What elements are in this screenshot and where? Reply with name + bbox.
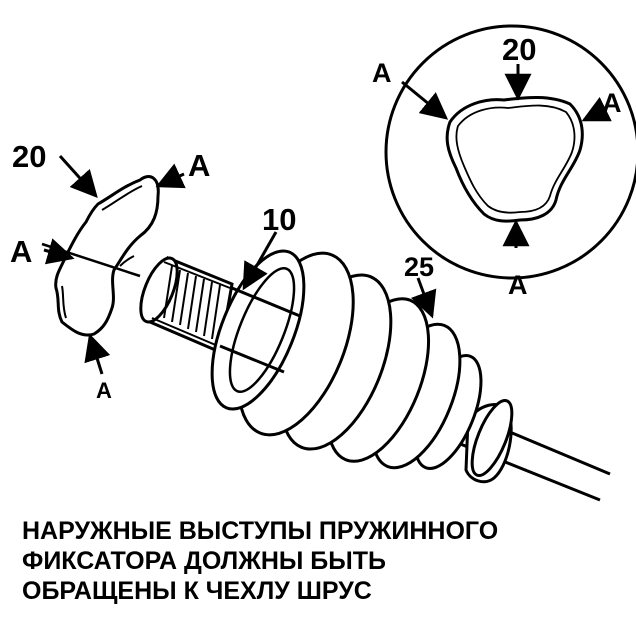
retainer-inset	[384, 24, 636, 280]
caption-line: ОБРАЩЕНЫ К ЧЕХЛУ ШРУС	[22, 577, 372, 605]
shaft-number-label: 10	[262, 202, 296, 237]
point-a-label: A	[10, 234, 32, 269]
splined-shaft-end	[139, 255, 234, 355]
point-a-label: A	[508, 270, 528, 300]
shaft-inside-boot	[219, 286, 301, 374]
point-a-label: A	[372, 58, 392, 88]
cv-boot	[210, 249, 514, 484]
retainer-number-label: 20	[12, 139, 46, 174]
caption-line: ФИКСАТОРА ДОЛЖНЫ БЫТЬ	[22, 547, 386, 575]
boot-number-label: 25	[404, 252, 434, 282]
diagram-caption: НАРУЖНЫЕ ВЫСТУПЫ ПРУЖИННОГО ФИКСАТОРА ДО…	[22, 516, 622, 606]
point-a-label: A	[602, 88, 622, 118]
part-leaders	[242, 231, 437, 319]
inset-retainer-number-label: 20	[502, 32, 536, 67]
point-a-label: A	[188, 148, 210, 183]
point-a-label: A	[96, 378, 112, 403]
caption-line: НАРУЖНЫЕ ВЫСТУПЫ ПРУЖИННОГО	[22, 517, 499, 545]
left-leaders	[43, 154, 186, 375]
